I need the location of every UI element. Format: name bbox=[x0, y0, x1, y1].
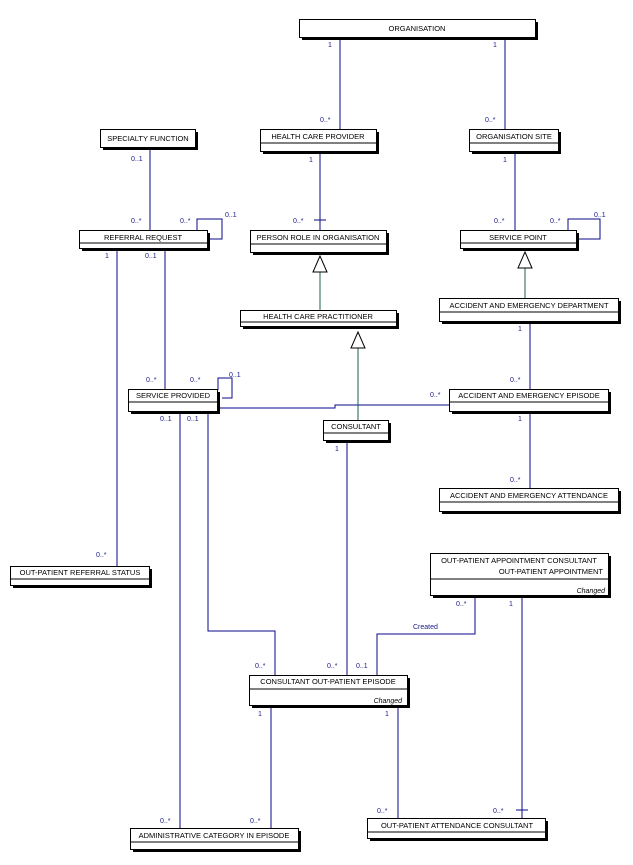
multiplicity-label: 1 bbox=[509, 601, 513, 608]
multiplicity-label: 0..* bbox=[456, 601, 467, 608]
multiplicity-label: 0..* bbox=[293, 218, 304, 225]
multiplicity-label: 0..* bbox=[160, 818, 171, 825]
entity-label: HEALTH CARE PRACTITIONER bbox=[263, 312, 373, 321]
multiplicity-label: 0..1 bbox=[356, 663, 368, 670]
entity-consultant-op-episode[interactable]: CONSULTANT OUT-PATIENT EPISODE Changed bbox=[249, 675, 411, 709]
entity-label-line2: OUT-PATIENT APPOINTMENT bbox=[499, 567, 604, 576]
entity-op-appointment-consultant[interactable]: OUT-PATIENT APPOINTMENT CONSULTANT OUT-P… bbox=[430, 553, 612, 599]
entity-health-care-provider[interactable]: HEALTH CARE PROVIDER bbox=[260, 129, 380, 155]
link-service-provided-self bbox=[217, 377, 233, 399]
entity-label: ADMINISTRATIVE CATEGORY IN EPISODE bbox=[139, 831, 290, 840]
link-op-appointment-consultant-op-episode bbox=[376, 596, 476, 676]
multiplicity-label: 1 bbox=[328, 42, 332, 49]
multiplicity-label: 1 bbox=[258, 711, 262, 718]
entity-label: REFERRAL REQUEST bbox=[104, 233, 182, 242]
entity-label: ORGANISATION SITE bbox=[476, 132, 552, 141]
multiplicity-label: 1 bbox=[503, 157, 507, 164]
entity-referral-request[interactable]: REFERRAL REQUEST bbox=[79, 230, 211, 252]
multiplicity-label: 0..* bbox=[510, 377, 521, 384]
entity-label: SERVICE POINT bbox=[489, 233, 547, 242]
entity-label: ACCIDENT AND EMERGENCY ATTENDANCE bbox=[450, 491, 608, 500]
entity-label: HEALTH CARE PROVIDER bbox=[271, 132, 365, 141]
multiplicity-label: 0..* bbox=[550, 218, 561, 225]
multiplicity-label: 0..* bbox=[485, 117, 496, 124]
entity-ae-episode[interactable]: ACCIDENT AND EMERGENCY EPISODE bbox=[449, 389, 612, 415]
multiplicity-label: 0..* bbox=[430, 392, 441, 399]
multiplicity-label: 0..1 bbox=[160, 416, 172, 423]
entity-label: OUT-PATIENT REFERRAL STATUS bbox=[20, 568, 141, 577]
multiplicity-label: 0..1 bbox=[145, 253, 157, 260]
multiplicity-label: 0..* bbox=[494, 218, 505, 225]
link-referral-request-self bbox=[196, 218, 223, 240]
generalisation-arrow bbox=[517, 250, 533, 269]
multiplicity-label: 0..* bbox=[493, 808, 504, 815]
link-service-provided-consultant-op-episode bbox=[207, 413, 276, 676]
entity-label: CONSULTANT bbox=[331, 422, 381, 431]
multiplicity-label: 0..1 bbox=[131, 156, 143, 163]
multiplicity-label: 0..* bbox=[190, 377, 201, 384]
multiplicity-label: 0..1 bbox=[187, 416, 199, 423]
entity-label: SPECIALTY FUNCTION bbox=[107, 134, 188, 143]
entity-label: SERVICE PROVIDED bbox=[136, 391, 211, 400]
entity-health-care-practitioner[interactable]: HEALTH CARE PRACTITIONER bbox=[240, 310, 400, 330]
entity-label: CONSULTANT OUT-PATIENT EPISODE bbox=[260, 677, 395, 686]
entity-label: ACCIDENT AND EMERGENCY DEPARTMENT bbox=[449, 301, 608, 310]
multiplicity-label: 0..1 bbox=[229, 372, 241, 379]
relationship-label-created: Created bbox=[413, 624, 438, 631]
multiplicity-label: 0..* bbox=[131, 218, 142, 225]
entity-specialty-function[interactable]: SPECIALTY FUNCTION bbox=[100, 129, 199, 151]
relationship-lines bbox=[116, 38, 601, 829]
multiplicity-label: 0..1 bbox=[594, 212, 606, 219]
entity-consultant[interactable]: CONSULTANT bbox=[323, 420, 392, 444]
entity-person-role-in-organisation[interactable]: PERSON ROLE IN ORGANISATION bbox=[250, 230, 390, 256]
multiplicity-label: 0..* bbox=[146, 377, 157, 384]
multiplicity-label: 1 bbox=[335, 446, 339, 453]
link-service-provided-ae-episode bbox=[220, 404, 450, 409]
generalisation-arrow bbox=[312, 254, 328, 273]
entity-op-referral-status[interactable]: OUT-PATIENT REFERRAL STATUS bbox=[10, 566, 153, 589]
multiplicity-label: 1 bbox=[518, 416, 522, 423]
generalisations bbox=[312, 250, 533, 420]
entity-note: Changed bbox=[577, 588, 607, 595]
entity-ae-department[interactable]: ACCIDENT AND EMERGENCY DEPARTMENT bbox=[439, 298, 622, 325]
multiplicity-label: 1 bbox=[518, 326, 522, 333]
multiplicity-label: 0..* bbox=[327, 663, 338, 670]
multiplicity-label: 0..* bbox=[255, 663, 266, 670]
entity-admin-category[interactable]: ADMINISTRATIVE CATEGORY IN EPISODE bbox=[130, 828, 302, 853]
multiplicity-label: 0..* bbox=[320, 117, 331, 124]
entity-label: OUT-PATIENT ATTENDANCE CONSULTANT bbox=[381, 821, 534, 830]
entity-label-line1: OUT-PATIENT APPOINTMENT CONSULTANT bbox=[441, 556, 597, 565]
entity-label: ACCIDENT AND EMERGENCY EPISODE bbox=[458, 391, 599, 400]
link-service-point-self bbox=[567, 218, 601, 240]
entity-service-provided[interactable]: SERVICE PROVIDED bbox=[128, 389, 221, 415]
multiplicity-label: 0..* bbox=[96, 552, 107, 559]
multiplicity-labels: 1 0..* 1 0..* 0..1 0..* 0..* 0..1 1 0..*… bbox=[96, 42, 606, 825]
generalisation-arrow bbox=[350, 330, 366, 349]
multiplicity-label: 0..1 bbox=[225, 212, 237, 219]
entity-service-point[interactable]: SERVICE POINT bbox=[460, 230, 580, 252]
multiplicity-label: 0..* bbox=[377, 808, 388, 815]
multiplicity-label: 1 bbox=[105, 253, 109, 260]
entity-note: Changed bbox=[374, 698, 404, 705]
entity-ae-attendance[interactable]: ACCIDENT AND EMERGENCY ATTENDANCE bbox=[439, 488, 622, 515]
entity-organisation[interactable]: ORGANISATION bbox=[299, 19, 539, 41]
multiplicity-label: 0..* bbox=[180, 218, 191, 225]
entity-op-attendance-consultant[interactable]: OUT-PATIENT ATTENDANCE CONSULTANT bbox=[367, 818, 549, 842]
entity-label: ORGANISATION bbox=[389, 24, 446, 33]
entity-label: PERSON ROLE IN ORGANISATION bbox=[257, 233, 380, 242]
multiplicity-label: 1 bbox=[493, 42, 497, 49]
multiplicity-label: 1 bbox=[385, 711, 389, 718]
multiplicity-label: 0..* bbox=[250, 818, 261, 825]
entity-organisation-site[interactable]: ORGANISATION SITE bbox=[469, 129, 562, 155]
multiplicity-label: 0..* bbox=[510, 477, 521, 484]
multiplicity-label: 1 bbox=[309, 157, 313, 164]
